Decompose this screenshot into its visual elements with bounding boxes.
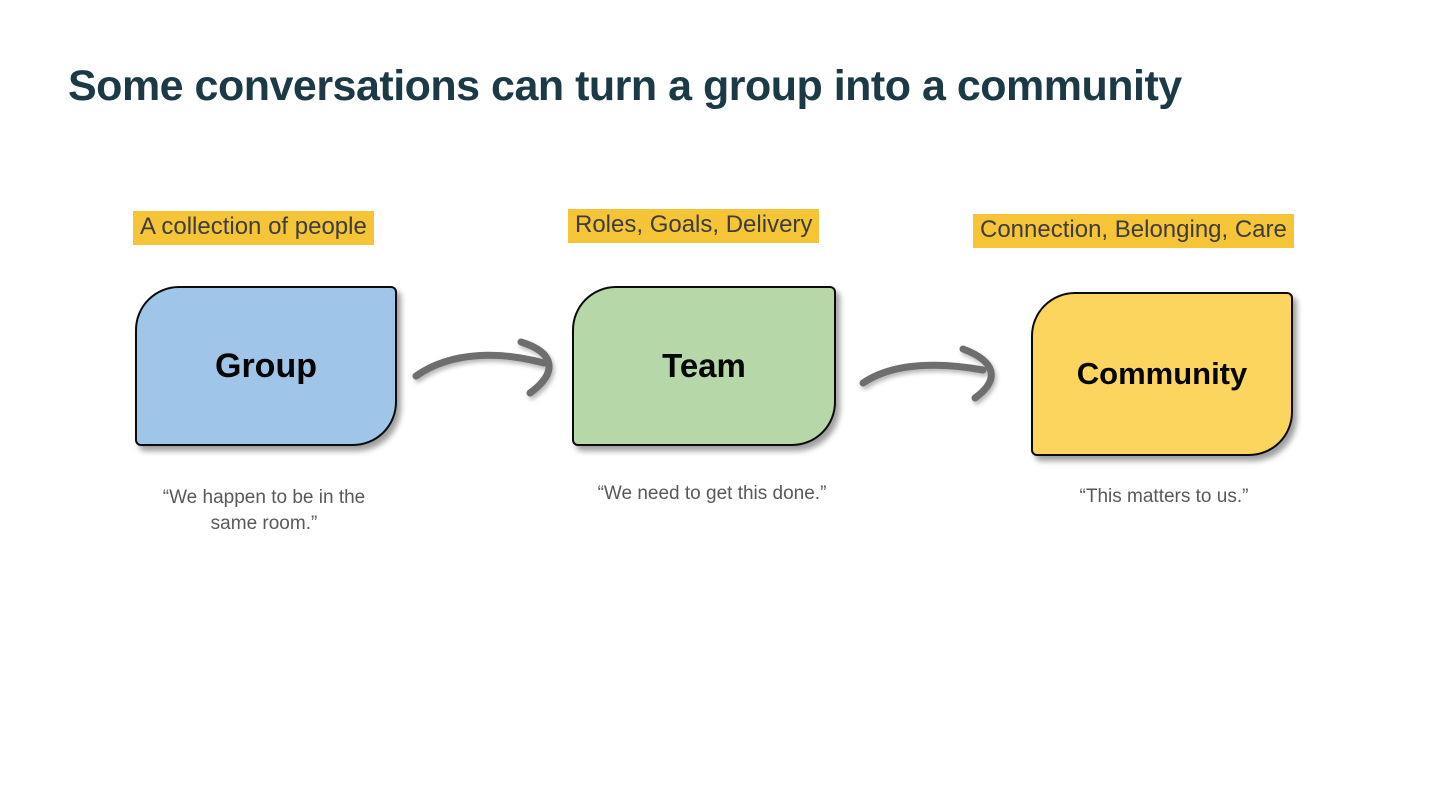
team-quote: “We need to get this done.” [562, 481, 862, 507]
arrow-2-head [959, 345, 995, 402]
team-box: Team [572, 286, 836, 446]
arrow-2-shaft [859, 361, 987, 387]
team-box-label: Team [662, 347, 746, 384]
group-box-label: Group [215, 346, 317, 385]
stage-label-community: Connection, Belonging, Care [973, 214, 1294, 249]
page-title: Some conversations can turn a group into… [68, 62, 1182, 110]
community-quote: “This matters to us.” [1024, 484, 1304, 510]
arrow-1-head [517, 338, 553, 397]
group-quote: “We happen to be in the same room.” [134, 485, 394, 537]
team-quote-text: “We need to get this done.” [597, 483, 827, 504]
community-box: Community [1031, 292, 1293, 456]
community-box-label: Community [1076, 356, 1248, 391]
curved-arrow-icon-1 [412, 338, 553, 397]
arrow-1-shaft [412, 351, 548, 380]
group-box: Group [135, 286, 397, 446]
stage-label-group: A collection of people [133, 211, 374, 246]
community-quote-text: “This matters to us.” [1079, 486, 1249, 507]
stage-label-team: Roles, Goals, Delivery [568, 209, 820, 244]
curved-arrow-icon-2 [859, 345, 995, 402]
group-quote-text: “We happen to be in the same room.” [162, 487, 366, 535]
